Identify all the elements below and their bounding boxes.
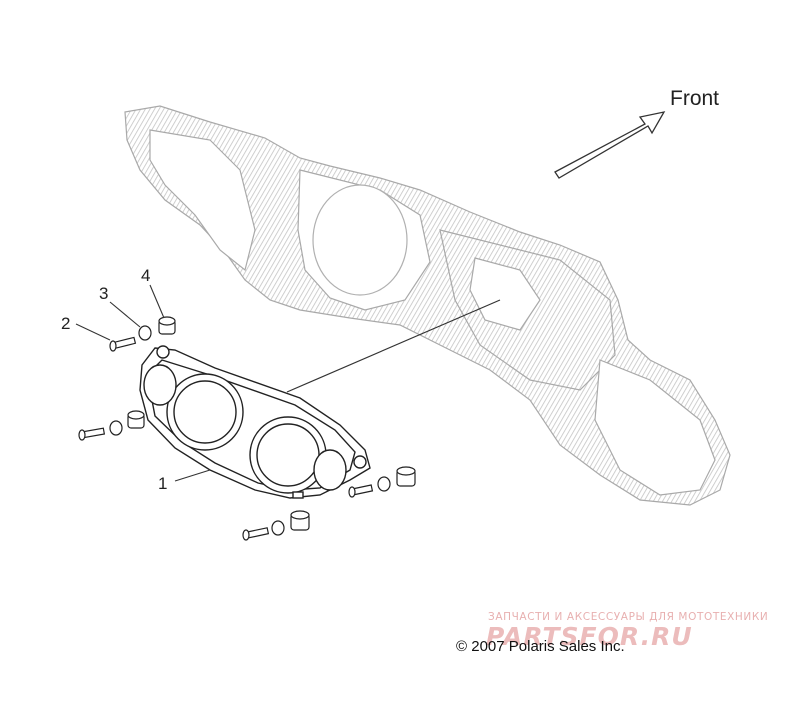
callout-leader-4: [149, 284, 165, 319]
callout-leader-3: [109, 301, 141, 328]
copyright-notice: © 2007 Polaris Sales Inc.: [456, 638, 676, 655]
front-cowl-frame: [124, 105, 731, 506]
grommet-left: [127, 410, 145, 429]
grommet-top: [158, 316, 176, 335]
callout-leader-2: [75, 323, 111, 341]
screw-left: [78, 427, 106, 441]
washer-left: [109, 420, 123, 436]
washer-right: [377, 476, 391, 492]
screw-top: [109, 336, 137, 352]
callout-3: 3: [99, 284, 108, 303]
copyright-symbol: ©: [456, 638, 468, 655]
watermark-logo: PARTSFOR.RU: [486, 622, 693, 651]
screw-bottom: [242, 527, 270, 541]
fasteners: [78, 316, 416, 541]
instrument-cluster: [139, 345, 371, 499]
assembly-leader-line: [286, 299, 501, 393]
washer-bottom: [271, 520, 285, 536]
grommet-right: [396, 466, 416, 487]
front-label: Front: [670, 87, 719, 110]
screw-right: [348, 484, 374, 498]
callout-leader-1: [174, 469, 211, 482]
watermark-tagline: ЗАПЧАСТИ И АКСЕССУАРЫ ДЛЯ МОТОТЕХНИКИ: [488, 611, 769, 623]
callout-4: 4: [141, 266, 150, 285]
washer-top: [138, 325, 152, 341]
callout-1: 1: [158, 474, 167, 493]
front-arrow-icon: [554, 111, 666, 179]
copyright-text: 2007 Polaris Sales Inc.: [471, 638, 625, 655]
grommet-bottom: [290, 510, 310, 531]
callout-2: 2: [61, 314, 70, 333]
